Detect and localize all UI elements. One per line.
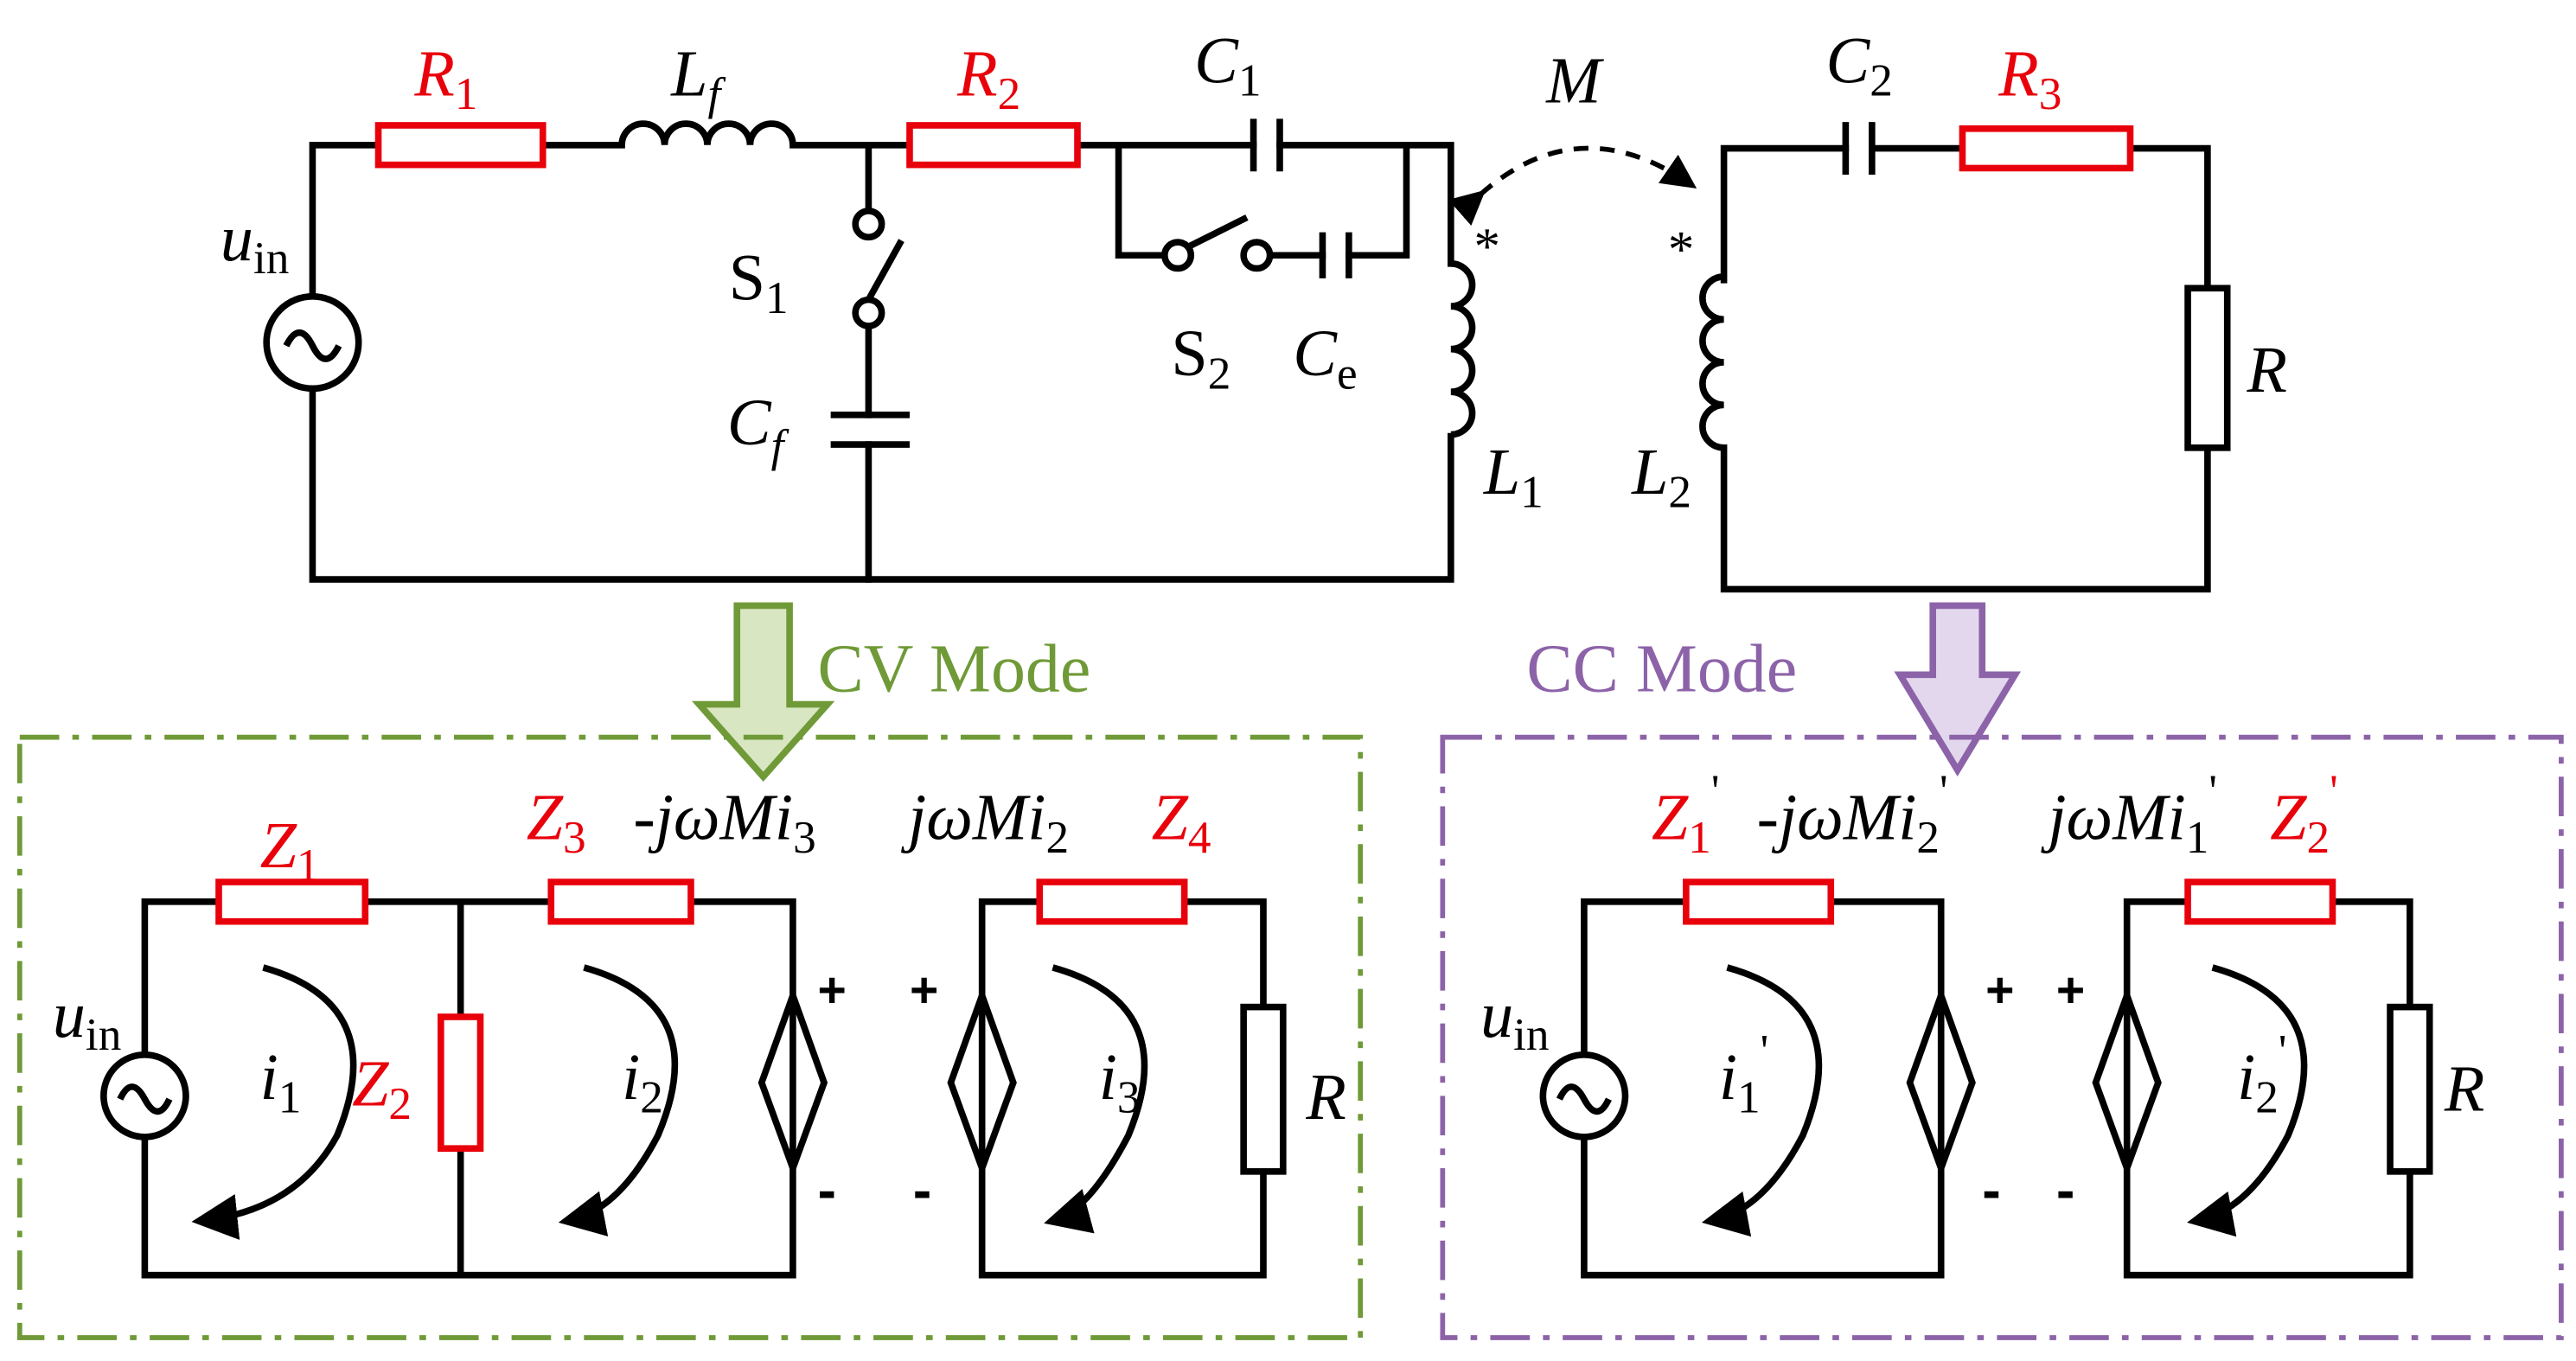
cv-wires [141,898,1267,1279]
lf-label: Lf [670,38,725,119]
cc-z2-label: Z2' [2270,766,2338,863]
cc-z1 [1683,879,1835,925]
cc-i1-loop-arrow [1701,964,1823,1237]
ce-label: Ce [1293,317,1357,399]
cv-dep-source-a [757,986,828,1179]
l1-inductor [1450,259,1476,438]
cv-z4-label: Z4 [1152,782,1211,863]
r1-label: R1 [413,38,477,119]
load-r-label: R [2247,334,2287,406]
dot-l2: * [1668,221,1694,279]
s1-switch [852,208,904,329]
cc-i2-loop-arrow [2187,964,2308,1237]
cc-wires [1581,898,2413,1279]
secondary-wire [1720,144,2211,593]
m-label: M [1545,44,1604,117]
cv-minus-b: - [913,1159,932,1222]
cc-load-r [2387,1003,2433,1175]
cc-minus-b: - [2056,1159,2075,1222]
cv-z2-label: Z2 [352,1048,412,1129]
cv-i1-label: i1 [260,1041,302,1122]
cv-src-a-label: -jωMi3 [633,782,815,863]
s2-branch-wire [1115,141,1410,259]
cc-mode-box [1440,734,2564,1340]
r3-label: R3 [1998,38,2061,119]
s2-switch [1161,214,1274,272]
l2-inductor [1699,273,1724,451]
cv-z1 [215,879,369,925]
cv-i1-loop-arrow [191,964,357,1240]
cv-load-r [1240,1003,1287,1175]
cv-z2 [438,1013,484,1153]
cv-mode-label: CV Mode [817,630,1090,706]
mutual-inductance-arrow [1448,145,1697,226]
top-circuit [309,141,2211,593]
top-source-label: uin [221,202,289,284]
cc-ac-source [1539,1051,1629,1141]
cv-load-r-label: R [1305,1061,1346,1134]
r1-resistor [374,122,547,169]
cc-src-a-label: -jωMi2' [1757,766,1948,863]
primary-left-wire [309,141,1454,583]
cv-mode-box [16,734,1364,1340]
c1-capacitor [1250,118,1283,172]
s2-label: S2 [1171,317,1230,399]
cc-minus-a: - [1982,1159,2001,1222]
cc-i2-label: i2' [2237,1026,2286,1122]
cc-source-label: uin [1480,979,1549,1060]
c2-label: C2 [1826,25,1893,106]
dot-l1: * [1473,218,1499,276]
cc-plus-a: + [1985,963,2014,1019]
c1-label: C1 [1194,25,1261,106]
cv-i3-label: i3 [1099,1041,1141,1122]
r2-label: R2 [956,38,1020,119]
cv-plus-b: + [910,963,938,1019]
cv-i3-loop-arrow [1044,964,1148,1234]
l2-label: L2 [1631,436,1691,517]
cv-plus-a: + [817,963,846,1019]
top-ac-source [263,293,362,393]
cv-dep-source-b [947,986,1017,1179]
c2-capacitor [1842,122,1876,176]
s1-label: S1 [729,242,789,323]
r3-resistor [1959,125,2134,172]
cv-ac-source [100,1051,189,1141]
cc-z1-label: Z1' [1652,766,1720,863]
cc-load-r-label: R [2444,1052,2484,1125]
cv-mode-arrow [692,602,835,783]
cf-label: Cf [727,387,789,471]
cc-plus-b: + [2056,963,2085,1019]
cv-z3 [547,879,694,925]
l1-label: L1 [1483,436,1544,517]
load-resistor [2184,284,2231,451]
cv-z3-label: Z3 [527,782,586,863]
cf-capacitor [830,411,910,448]
cv-i2-loop-arrow [558,964,679,1236]
lf-inductor [618,120,796,146]
cv-src-b-label: jωMi2 [900,782,1069,863]
cc-mode-label: CC Mode [1526,630,1797,706]
cv-z1-label: Z1 [260,809,320,891]
cv-source-label: uin [53,979,121,1060]
cv-z4 [1036,879,1188,925]
cc-mode-arrow [1894,602,2022,777]
ce-capacitor [1319,232,1352,278]
cc-z2 [2184,879,2336,925]
cc-dep-source-a [1906,986,1976,1179]
cv-i2-label: i2 [622,1041,663,1122]
cv-minus-a: - [817,1159,836,1222]
r2-resistor [906,122,1081,169]
cc-src-b-label: jωMi1' [2040,766,2217,863]
cc-i1-label: i1' [1719,1026,1768,1122]
cc-dep-source-b [2092,986,2162,1179]
